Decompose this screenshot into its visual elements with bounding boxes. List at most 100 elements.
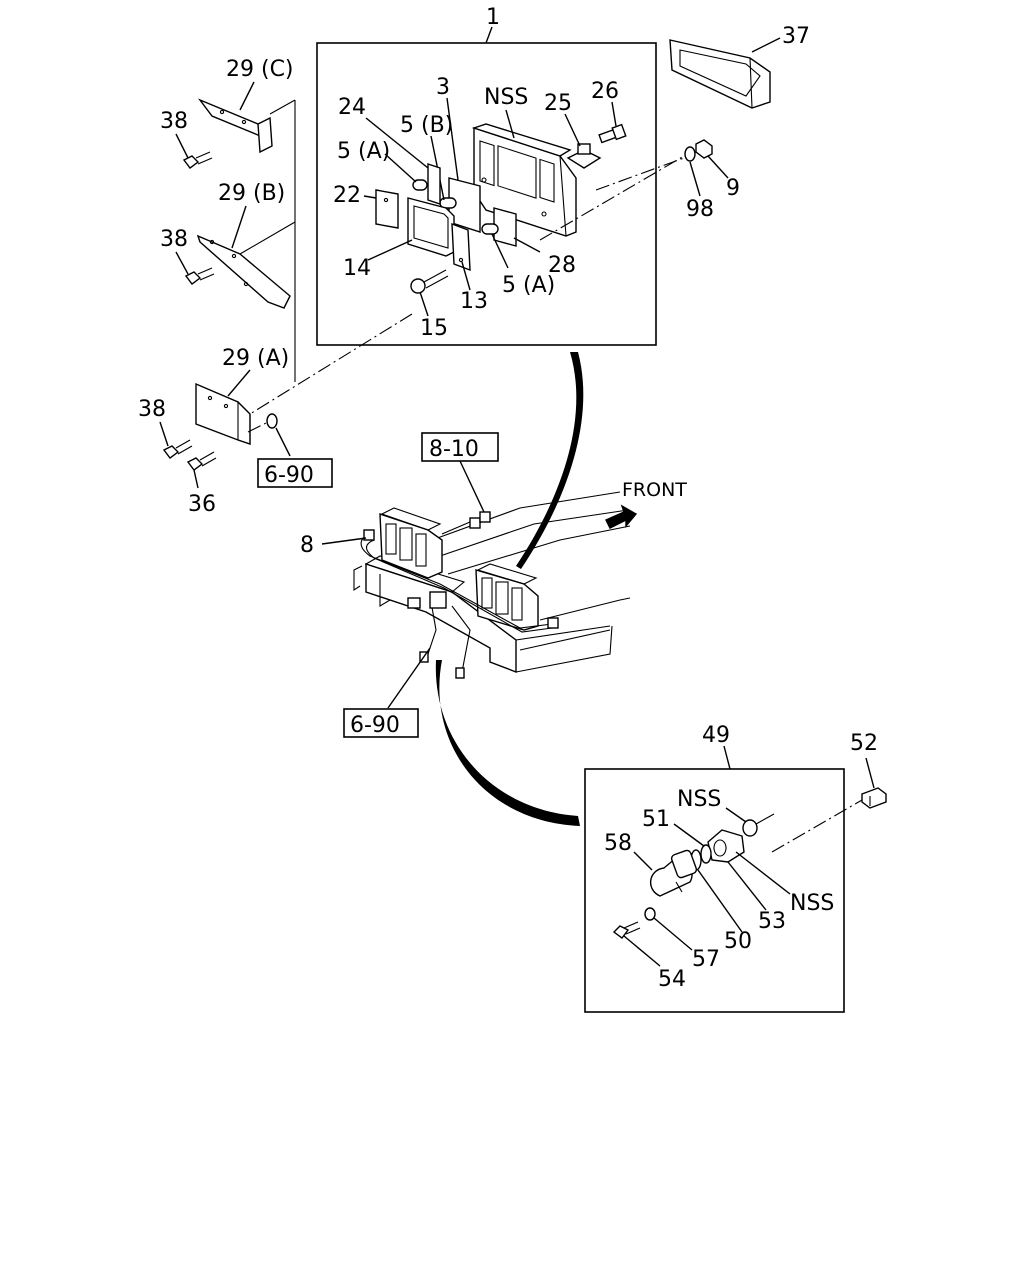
ref-8-10: 8-10 xyxy=(429,437,479,462)
leader-98 xyxy=(689,161,701,197)
callout-58: 58 xyxy=(604,831,632,856)
ref-6-90-a: 6-90 xyxy=(264,463,314,488)
lamp-housing xyxy=(471,123,577,237)
leader-8 xyxy=(321,537,367,545)
socket-53 xyxy=(707,829,745,863)
bracket-29c xyxy=(197,98,273,154)
callout-13: 13 xyxy=(460,289,488,314)
leader-29a xyxy=(227,369,251,397)
leader-3 xyxy=(446,97,459,181)
bracket-ref-line-top xyxy=(269,99,296,115)
part-37 xyxy=(669,39,771,109)
leader-52 xyxy=(865,757,875,789)
callout-3: 3 xyxy=(436,75,450,100)
leader-nss-b xyxy=(735,851,791,895)
leader-1 xyxy=(485,26,493,44)
socket-assembly-box xyxy=(584,768,845,1013)
callout-22: 22 xyxy=(333,183,361,208)
leader-51 xyxy=(673,823,705,847)
washer-57 xyxy=(644,907,656,921)
callout-26: 26 xyxy=(591,79,619,104)
callout-5a-top: 5 (A) xyxy=(337,139,390,164)
bracket-29a xyxy=(195,382,251,445)
ref-box-6-90-b xyxy=(343,708,419,738)
leader-38-2 xyxy=(175,251,189,275)
bulb-5a-bottom xyxy=(481,223,499,235)
leader-36 xyxy=(193,469,199,489)
leader-8-10 xyxy=(459,460,485,513)
callout-15: 15 xyxy=(420,316,448,341)
callout-28: 28 xyxy=(548,253,576,278)
leader-nss-top xyxy=(505,109,515,139)
leader-26 xyxy=(611,101,617,127)
callout-53: 53 xyxy=(758,909,786,934)
stud-line-2 xyxy=(595,157,685,191)
callout-nss-a: NSS xyxy=(677,787,721,812)
part-98 xyxy=(684,146,696,162)
bolt-36 xyxy=(186,451,217,471)
bolt-38-2 xyxy=(184,267,215,285)
callout-36: 36 xyxy=(188,492,216,517)
leader-9 xyxy=(707,155,729,179)
washer-6-90 xyxy=(266,413,278,429)
part-15 xyxy=(410,269,449,294)
part-9 xyxy=(695,139,713,159)
nss-grommet xyxy=(742,813,775,837)
washer-line xyxy=(247,421,269,433)
leader-57 xyxy=(653,917,693,951)
part-51 xyxy=(700,844,712,864)
bulb-58 xyxy=(650,849,698,897)
callout-54: 54 xyxy=(658,967,686,992)
leader-5a-top xyxy=(384,153,417,183)
leader-14 xyxy=(367,239,413,261)
front-arrow-icon xyxy=(605,504,638,529)
pointer-arrow-top xyxy=(516,352,584,569)
callout-nss-b: NSS xyxy=(790,891,834,916)
pointer-arrow-bottom xyxy=(435,660,580,826)
callout-5a-bottom: 5 (A) xyxy=(502,273,555,298)
leader-37 xyxy=(751,37,781,53)
callout-38-1: 38 xyxy=(160,109,188,134)
callout-29b: 29 (B) xyxy=(218,181,285,206)
bulb-5a-top xyxy=(412,179,428,191)
callout-1: 1 xyxy=(486,5,500,30)
leader-6-90-a xyxy=(275,427,291,457)
callout-37: 37 xyxy=(782,24,810,49)
ref-6-90-b: 6-90 xyxy=(350,713,400,738)
callout-49: 49 xyxy=(702,723,730,748)
leader-54 xyxy=(623,935,661,967)
part-13 xyxy=(451,222,471,272)
callout-14: 14 xyxy=(343,256,371,281)
leader-29b xyxy=(231,205,247,249)
leader-22 xyxy=(363,195,377,199)
callout-52: 52 xyxy=(850,731,878,756)
bracket-ref-line-mid xyxy=(239,221,296,255)
callout-5b: 5 (B) xyxy=(400,113,453,138)
leader-25 xyxy=(564,113,581,147)
leader-29c xyxy=(239,81,255,111)
rear-lamp-left xyxy=(379,507,443,579)
leader-24 xyxy=(365,117,429,169)
leader-28 xyxy=(513,237,541,253)
part-22 xyxy=(375,189,399,229)
callout-38-3: 38 xyxy=(138,397,166,422)
leader-53 xyxy=(727,861,767,911)
leader-38-1 xyxy=(175,133,189,159)
callout-29a: 29 (A) xyxy=(222,346,289,371)
callout-8: 8 xyxy=(300,533,314,558)
front-label: FRONT xyxy=(622,479,687,501)
leader-49 xyxy=(723,745,731,770)
mount-line-a xyxy=(249,313,413,415)
part-25 xyxy=(566,143,602,169)
part-26 xyxy=(598,123,627,144)
callout-25: 25 xyxy=(544,91,572,116)
callout-51: 51 xyxy=(642,807,670,832)
ref-box-6-90-a xyxy=(257,458,333,488)
wire-line xyxy=(771,799,863,853)
callout-29c: 29 (C) xyxy=(226,57,294,82)
part-24 xyxy=(427,163,441,205)
leader-58 xyxy=(633,851,653,871)
leader-6-90-b xyxy=(387,647,431,709)
callout-50: 50 xyxy=(724,929,752,954)
